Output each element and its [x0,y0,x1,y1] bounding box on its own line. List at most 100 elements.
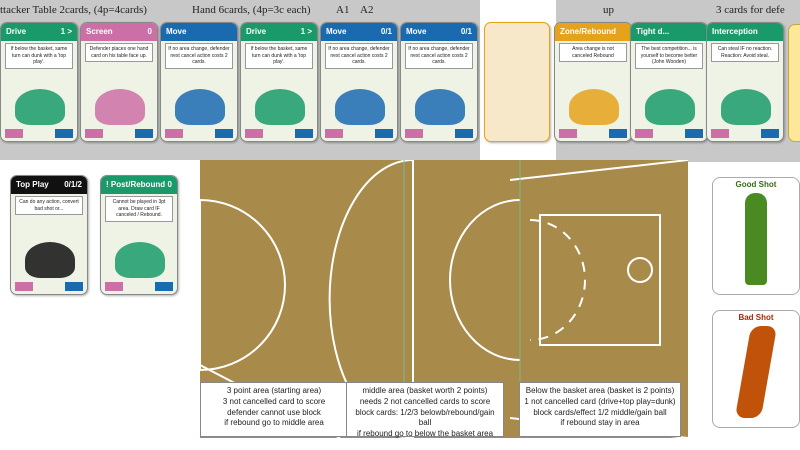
card-text: Can do any action, convert bad shot or..… [15,196,83,215]
player-silhouette-icon [415,89,465,125]
color-marker [325,129,343,138]
player-silhouette-icon [95,89,145,125]
card-title: Move [166,27,187,36]
color-marker [165,129,183,138]
card-header: Move [161,23,237,41]
attacker-table-label: ttacker Table 2cards, (4p=4cards) [0,4,147,16]
shooter-silhouette-icon [745,193,767,285]
color-marker [105,282,123,291]
card-text: Defender places one hand card on his tab… [85,43,153,62]
color-marker [5,129,23,138]
card-title: Drive [6,27,27,36]
game-card[interactable]: Move If no area change, defender next ca… [160,22,238,142]
color-marker [559,129,577,138]
card-text: The best competition... is yourself to b… [635,43,703,69]
good-shot-card[interactable]: Good Shot [712,177,800,295]
color-marker [55,129,73,138]
card-header: Tight d... [631,23,707,41]
card-header: Top Play 0/1/2 [11,176,87,194]
color-marker [685,129,703,138]
game-card[interactable]: Zone/Rebound Area change is not canceled… [554,22,632,142]
color-marker [65,282,83,291]
info-line: 3 point area (starting area) [226,386,322,395]
card-text: If below the basket, same turn can dunk … [245,43,313,69]
card-text: Can steal IF no reaction. Reaction: Avoi… [711,43,779,62]
game-card[interactable]: Move 0/1 If no area change, defender next… [400,22,478,142]
up-label: up [603,4,614,16]
card-text: Area change is not canceled Rebound [559,43,627,62]
card-title: Top Play [16,180,49,189]
card-text: If no area change, defender next cancel … [405,43,473,69]
player-silhouette-icon [15,89,65,125]
falling-shooter-silhouette-icon [734,326,778,418]
card-title: Move [326,27,347,36]
card-text: If no area change, defender next cancel … [165,43,233,69]
card-title: Interception [712,27,758,36]
card-header: Zone/Rebound [555,23,631,41]
card-header: Screen 0 [81,23,157,41]
game-card[interactable]: Screen 0 Defender places one hand card on… [80,22,158,142]
a2-label: A2 [360,4,374,16]
info-line: if rebound go to below the basket area [356,429,494,439]
color-marker [405,129,423,138]
below-basket-area-info: Below the basket area (basket is 2 point… [519,382,681,437]
card-header: Move 0/1 [401,23,477,41]
player-silhouette-icon [721,89,771,125]
color-marker [215,129,233,138]
info-line: 3 not cancelled card to score [222,396,326,406]
card-title: Tight d... [636,27,670,36]
info-line: middle area (basket worth 2 points) [362,386,488,395]
info-line: Below the basket area (basket is 2 point… [525,386,675,395]
color-marker [295,129,313,138]
color-marker [15,282,33,291]
info-line: defender cannot use block [227,407,321,417]
player-silhouette-icon [175,89,225,125]
card-text: If no area change, defender next cancel … [325,43,393,69]
game-card[interactable]: Move 0/1 If no area change, defender next… [320,22,398,142]
card-value: 0/1 [380,27,392,36]
info-line: if rebound go to middle area [224,418,324,428]
color-marker [245,129,263,138]
bad-shot-card[interactable]: Bad Shot [712,310,800,428]
card-value: 0/1/2 [64,180,82,189]
card-title: Screen [86,27,113,36]
card-value: 0/1 [460,27,472,36]
player-silhouette-icon [335,89,385,125]
card-title: Move [406,27,427,36]
player-silhouette-icon [569,89,619,125]
a1-label: A1 [336,4,350,16]
color-marker [155,282,173,291]
game-card[interactable]: Tight d... The best competition... is yo… [630,22,708,142]
orange-card-partial[interactable] [484,22,550,142]
color-marker [761,129,779,138]
card-text: Cannot be played in 3pt area. Draw card … [105,196,173,222]
info-line: if rebound stay in area [560,418,640,428]
defender-yellow-card[interactable] [788,24,800,142]
game-card[interactable]: Interception Can steal IF no reaction. R… [706,22,784,142]
color-marker [85,129,103,138]
card-header: Interception [707,23,783,41]
defender-label: 3 cards for defe [716,4,785,16]
player-silhouette-icon [645,89,695,125]
good-shot-label: Good Shot [735,180,777,189]
color-marker [135,129,153,138]
color-marker [609,129,627,138]
info-line: needs 2 not cancelled cards to score [359,396,491,406]
player-silhouette-icon [115,242,165,278]
three-point-area-info: 3 point area (starting area)3 not cancel… [200,382,348,437]
info-line: 1 not cancelled card (drive+top play=dun… [524,396,676,406]
game-card[interactable]: Top Play 0/1/2 Can do any action, convert… [10,175,88,295]
color-marker [711,129,729,138]
hand-label: Hand 6cards, (4p=3c each) [192,4,311,16]
player-silhouette-icon [25,242,75,278]
card-title: Zone/Rebound [560,27,616,36]
card-value: 0 [147,27,152,36]
color-marker [375,129,393,138]
middle-area-info: middle area (basket worth 2 points)needs… [346,382,504,439]
